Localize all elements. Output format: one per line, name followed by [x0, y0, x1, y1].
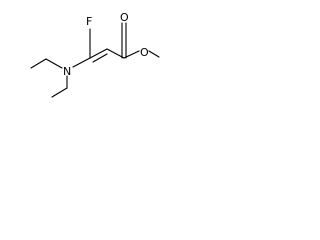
ester-oxygen-label: O: [140, 46, 149, 59]
bond-c1-o-ester: [123, 50, 140, 59]
fluorine-label: F: [86, 15, 92, 28]
bond-c3-c2-double-outer: [89, 48, 108, 59]
bond-ethyl-lower-ch2-ch3: [51, 87, 68, 98]
bond-n-ethyl-left-ch2: [45, 58, 63, 69]
chemical-structure: F N O O: [30, 11, 160, 98]
carbonyl-oxygen-label: O: [120, 11, 129, 24]
nitrogen-label: N: [63, 65, 71, 78]
bond-n-c3: [72, 57, 91, 68]
bond-c3-c2-double-inner: [92, 53, 108, 63]
bond-ethyl-left-ch2-ch3: [30, 58, 47, 69]
bond-c2-c1: [106, 48, 125, 59]
bond-o-methyl: [148, 50, 160, 58]
